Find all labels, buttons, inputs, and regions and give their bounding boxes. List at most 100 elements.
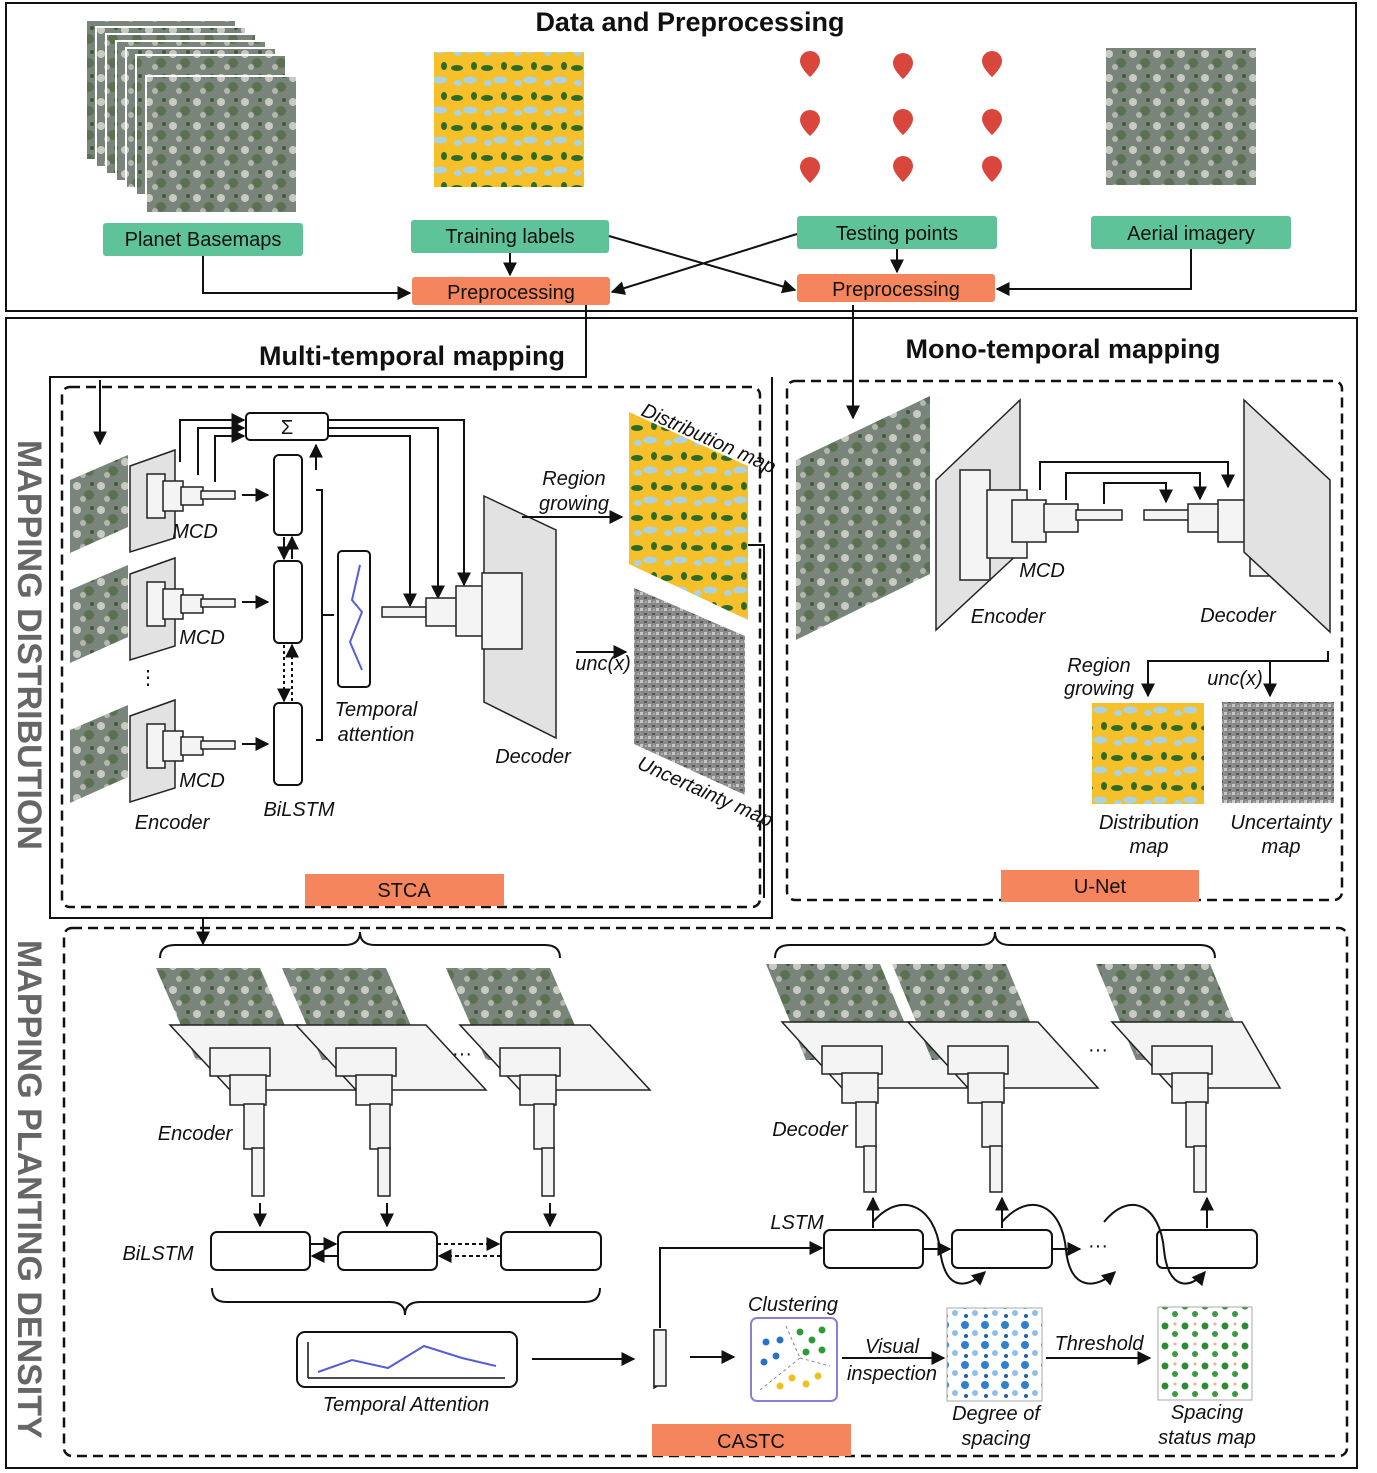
unet-mcd-label: MCD [1019, 560, 1065, 582]
preprocessing-left-label: Preprocessing [447, 282, 575, 304]
aerial-image [1106, 48, 1256, 185]
stca-encoder-3 [129, 698, 236, 804]
castc-badge-label: CASTC [717, 1431, 785, 1453]
density-bilstm-cell-2 [337, 1231, 438, 1271]
sigma-input-arrows [179, 413, 471, 608]
density-temporal-attention-line [317, 1344, 497, 1373]
testing-point-pins [800, 51, 1002, 183]
unet-input-image [796, 396, 930, 640]
context-vector [653, 1329, 667, 1390]
training-labels-box [411, 220, 609, 253]
visual-inspection-label-2: inspection [847, 1363, 937, 1385]
stca-encoder-label: Encoder [135, 812, 211, 834]
top-arrows [202, 233, 1192, 300]
stca-decoder-label: Decoder [495, 746, 572, 768]
stca-encoder-1 [129, 448, 236, 554]
map-pin-icon [893, 53, 913, 79]
unet-encoder [935, 398, 1123, 632]
density-lstm-cell-1 [823, 1229, 924, 1269]
stca-region-label-2: growing [539, 493, 609, 515]
map-pin-icon [893, 109, 913, 135]
unet-dist-label-1: Distribution [1099, 812, 1199, 834]
density-temporal-attention-label: Temporal Attention [323, 1394, 489, 1416]
density-encoder-ellipsis: ··· [452, 1043, 472, 1065]
data-preprocessing-title: Data and Preprocessing [535, 7, 844, 37]
unet-region-label-2: growing [1064, 678, 1134, 700]
clustering-box [750, 1317, 838, 1402]
density-lstm-cell-3 [1156, 1229, 1258, 1269]
stca-decoder [381, 494, 557, 740]
density-encoder-unit-3 [446, 968, 652, 1197]
sigma-box [245, 412, 329, 441]
stca-bilstm-label: BiLSTM [263, 799, 334, 821]
bilstm-cell-2 [273, 560, 303, 644]
map-pin-icon [800, 157, 820, 183]
stca-input-image-1 [70, 455, 128, 553]
testing-points-box [797, 216, 997, 249]
bilstm-arrows [242, 443, 334, 751]
density-decoder-ellipsis: ··· [1088, 1039, 1108, 1061]
bilstm-bottom-brace [211, 1287, 601, 1316]
spacing-status-label-2: status map [1158, 1427, 1256, 1449]
stca-input-image-2 [70, 565, 128, 663]
unet-unc-label: unc(x) [1207, 668, 1263, 690]
preprocessing-right-label: Preprocessing [832, 279, 960, 301]
unet-uncertainty-map [1222, 702, 1334, 803]
castc-badge [652, 1424, 851, 1456]
map-pin-icon [982, 109, 1002, 135]
bilstm-cell-3 [273, 702, 303, 786]
planet-basemaps-label: Planet Basemaps [125, 229, 282, 251]
stca-distribution-map [629, 412, 748, 620]
temporal-attention-label-1: Temporal [335, 699, 418, 721]
temporal-attention-plot [337, 550, 371, 688]
stca-input-image-3 [70, 705, 128, 803]
density-encoder-to-bilstm-arrows [253, 1203, 557, 1228]
temporal-attention-line [348, 564, 364, 671]
aerial-imagery-label: Aerial imagery [1127, 223, 1255, 245]
temporal-attention-label-2: attention [338, 724, 415, 746]
stca-unc-label: unc(x) [575, 653, 631, 675]
stca-dashed-frame [60, 385, 762, 909]
unet-badge [1001, 870, 1199, 902]
threshold-label: Threshold [1055, 1333, 1145, 1355]
training-label-image [434, 52, 584, 187]
stca-mcd-label-1: MCD [172, 521, 218, 543]
spacing-status-map [1157, 1306, 1253, 1401]
side-label-density: MAPPING PLANTING DENSITY [10, 940, 48, 1439]
degree-of-spacing-label-1: Degree of [952, 1403, 1042, 1425]
unet-badge-label: U-Net [1074, 876, 1127, 898]
side-label-distribution: MAPPING DISTRIBUTION [10, 440, 48, 850]
preprocessing-right-box [797, 274, 995, 302]
stca-uncertainty-map [634, 588, 745, 795]
stca-badge-label: STCA [377, 880, 431, 902]
density-encoder-unit-2 [282, 968, 488, 1197]
density-bilstm-label: BiLSTM [122, 1243, 193, 1265]
testing-points-label: Testing points [836, 223, 958, 245]
data-preprocessing-frame [5, 2, 1357, 312]
mono-temporal-title: Mono-temporal mapping [906, 334, 1221, 364]
spacing-status-label-1: Spacing [1171, 1402, 1243, 1424]
stca-region-label-1: Region [542, 468, 605, 490]
stca-mcd-label-3: MCD [179, 770, 225, 792]
sigma-label: Σ [281, 417, 293, 439]
map-pin-icon [800, 110, 820, 136]
planet-basemap-stack [85, 19, 298, 214]
encoder-top-brace [159, 931, 561, 959]
density-decoder-unit-2 [892, 964, 1100, 1193]
unet-region-label-1: Region [1067, 655, 1130, 677]
unet-decoder-label: Decoder [1200, 605, 1277, 627]
unet-distribution-map [1092, 703, 1204, 804]
unet-decoder [1143, 398, 1331, 634]
clustering-label: Clustering [748, 1294, 838, 1316]
map-pin-icon [982, 51, 1002, 77]
stca-encoder-2 [129, 556, 236, 662]
density-lstm-label: LSTM [770, 1212, 824, 1234]
density-bilstm-arrows [310, 1237, 501, 1263]
map-pin-icon [982, 156, 1002, 182]
bilstm-cell-1 [273, 454, 303, 536]
density-bilstm-cell-1 [210, 1231, 311, 1271]
stca-vertical-dots: ⋮ [138, 667, 158, 689]
density-lstm-cell-2 [951, 1229, 1053, 1269]
training-labels-label: Training labels [445, 226, 574, 248]
